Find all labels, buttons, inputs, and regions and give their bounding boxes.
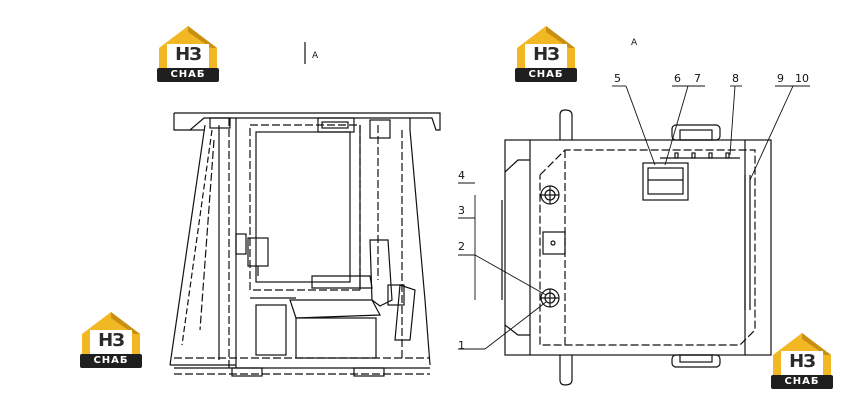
watermark-logo: НЗ СНАБ bbox=[80, 310, 142, 368]
house-logo-icon bbox=[159, 26, 217, 68]
callout-3: 3 bbox=[458, 204, 465, 217]
logo-main-text: НЗ bbox=[789, 351, 816, 372]
logo-sub-text: СНАБ bbox=[771, 375, 833, 389]
logo-sub-text: СНАБ bbox=[80, 354, 142, 368]
logo-main-text: НЗ bbox=[175, 44, 202, 65]
callout-1: 1 bbox=[458, 339, 465, 352]
callout-4: 4 bbox=[458, 169, 465, 182]
watermark-logo: НЗ СНАБ bbox=[515, 24, 577, 82]
cab-roof bbox=[173, 112, 441, 131]
seat-back bbox=[369, 239, 393, 307]
front-pillar bbox=[169, 124, 206, 366]
side-view-cab bbox=[169, 112, 441, 377]
seat-cushion bbox=[289, 299, 381, 319]
watermark-logo: НЗ СНАБ bbox=[157, 24, 219, 82]
logo-sub-text: СНАБ bbox=[515, 68, 577, 82]
house-logo-icon bbox=[517, 26, 575, 68]
house-logo-icon bbox=[82, 312, 140, 354]
callout-leaders bbox=[458, 85, 810, 350]
callout-5: 5 bbox=[614, 72, 621, 85]
view-label-right: A bbox=[631, 38, 638, 48]
seat-base bbox=[295, 317, 377, 359]
view-label-left: A bbox=[312, 51, 319, 61]
logo-main-text: НЗ bbox=[533, 44, 560, 65]
callout-8: 8 bbox=[732, 72, 739, 85]
callout-7: 7 bbox=[694, 72, 701, 85]
logo-main-text: НЗ bbox=[98, 330, 125, 351]
door-frame bbox=[249, 124, 361, 291]
armrest bbox=[311, 275, 373, 289]
watermark-logo: НЗ СНАБ bbox=[771, 331, 833, 389]
callout-9: 9 bbox=[777, 72, 784, 85]
plan-view bbox=[501, 109, 772, 386]
plan-outer-frame bbox=[504, 139, 772, 356]
logo-sub-text: СНАБ bbox=[157, 68, 219, 82]
callout-2: 2 bbox=[458, 240, 465, 253]
house-logo-icon bbox=[773, 333, 831, 375]
callout-10: 10 bbox=[795, 72, 809, 85]
callout-6: 6 bbox=[674, 72, 681, 85]
